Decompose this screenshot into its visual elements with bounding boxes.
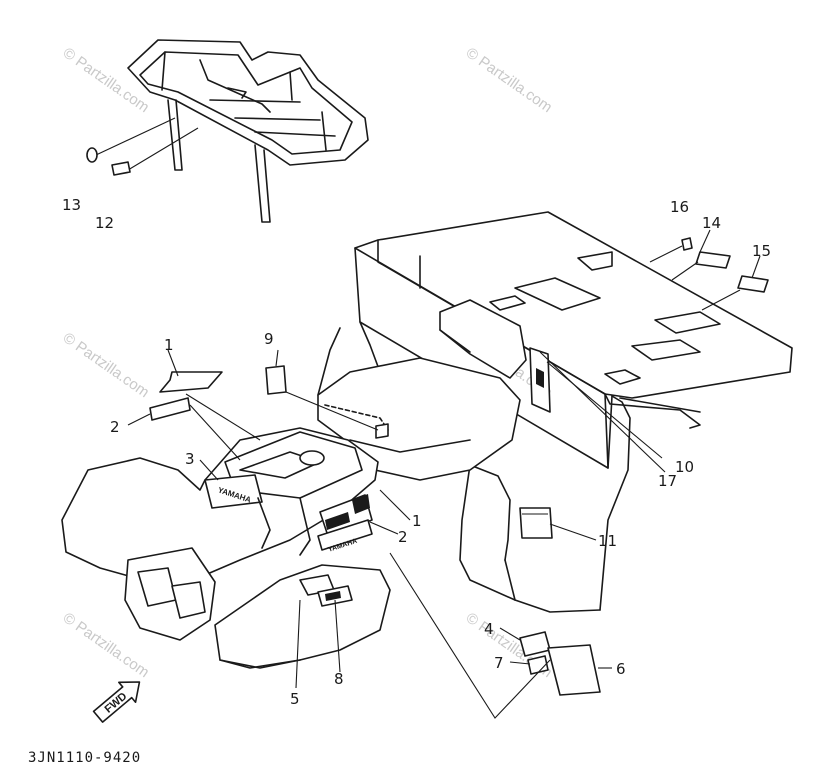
callouts: 1 2 3 1 2 4 5 6 7 8 9 10 11 12 13 14 15 …	[62, 196, 771, 708]
label-9-installed	[375, 423, 389, 439]
callout-13: 13	[62, 196, 81, 214]
callout-5: 5	[290, 690, 300, 708]
panel-label-11	[519, 507, 553, 539]
seat	[317, 357, 521, 481]
callout-7: 7	[494, 654, 504, 672]
callout-10: 10	[675, 458, 694, 476]
callout-14: 14	[702, 214, 721, 232]
callout-16: 16	[670, 198, 689, 216]
callout-8: 8	[334, 670, 344, 688]
callout-17: 17	[658, 472, 677, 490]
label-6	[547, 644, 601, 696]
callout-1-upper: 1	[164, 336, 174, 354]
label-1	[159, 371, 223, 393]
callout-4: 4	[484, 620, 494, 638]
rear-fender	[317, 321, 631, 613]
label-9	[265, 365, 287, 395]
callout-12: 12	[95, 214, 114, 232]
drawing-code: 3JN1110-9420	[28, 750, 141, 766]
callout-6: 6	[616, 660, 626, 678]
front-carrier-rack	[127, 39, 369, 223]
callout-1-lower: 1	[412, 512, 422, 530]
label-15	[737, 275, 769, 293]
label-16	[681, 237, 693, 251]
label-7	[527, 655, 549, 675]
watermark-2: © Partzilla.com	[463, 44, 556, 116]
callout-2-upper: 2	[110, 418, 120, 436]
round-emblem-13	[86, 147, 98, 163]
callout-15: 15	[752, 242, 771, 260]
callout-9: 9	[264, 330, 274, 348]
front-fender-and-tank: YAMAHA YAMAHA	[61, 427, 391, 669]
callout-11: 11	[598, 532, 617, 550]
label-14	[695, 251, 731, 269]
small-label-12	[111, 161, 131, 176]
label-2	[149, 397, 191, 421]
callout-2-lower: 2	[398, 528, 408, 546]
watermark-3: © Partzilla.com	[60, 329, 153, 401]
fwd-arrow: FWD	[92, 681, 141, 723]
rear-cargo-deck	[354, 211, 793, 469]
callout-3: 3	[185, 450, 195, 468]
leader-lines	[127, 229, 761, 719]
label-4	[519, 631, 551, 657]
